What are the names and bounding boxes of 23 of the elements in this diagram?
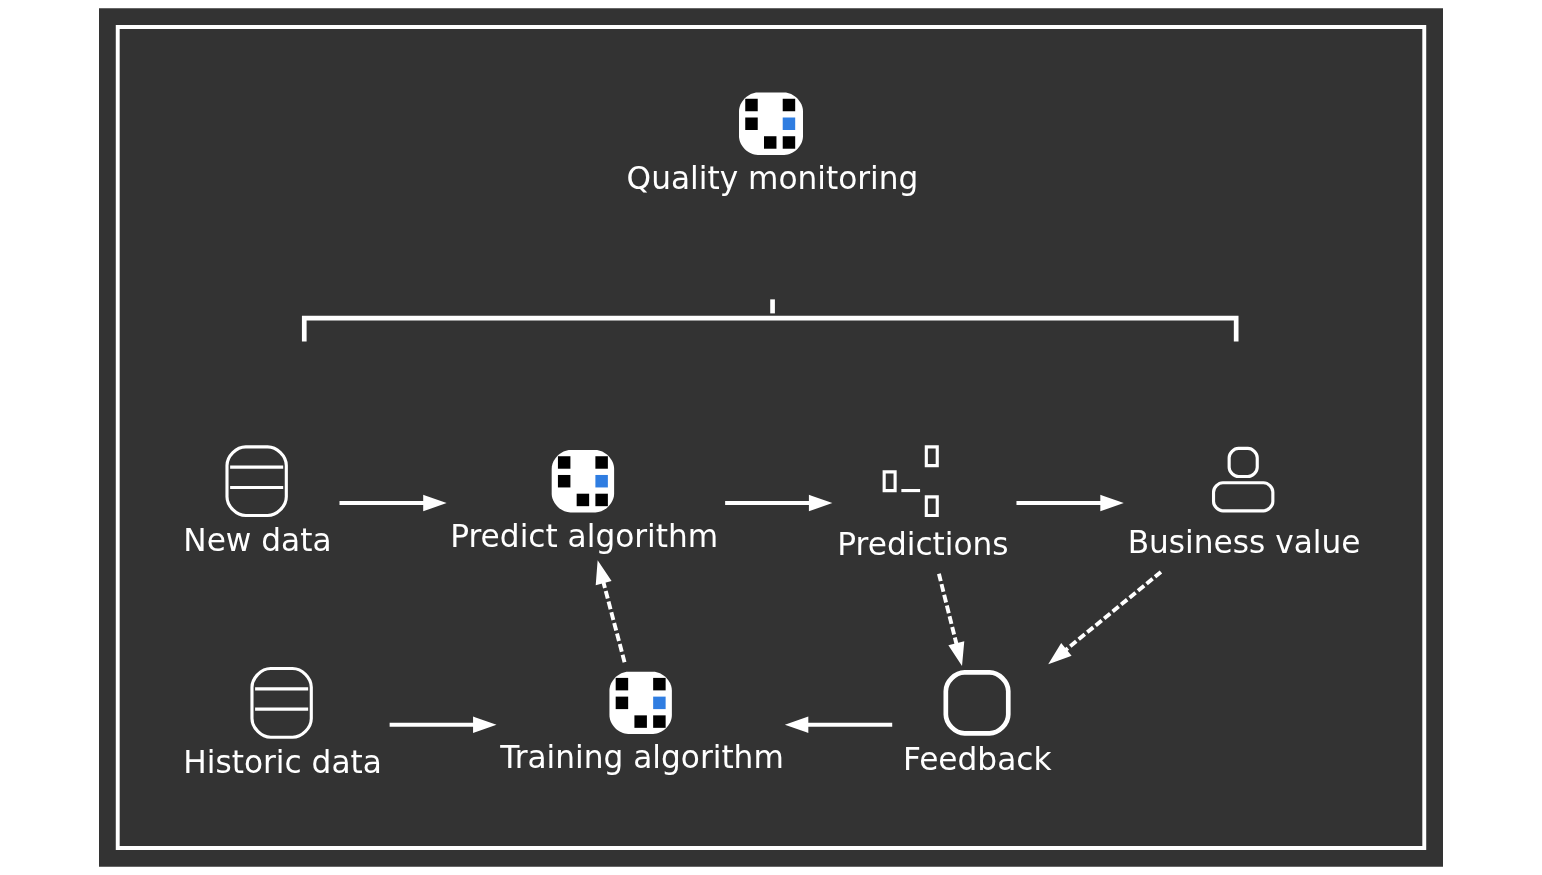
node-box xyxy=(739,92,803,155)
node-label: Predictions xyxy=(837,525,1009,562)
node-label: Feedback xyxy=(902,740,1052,777)
node-box xyxy=(225,445,288,518)
arrow xyxy=(389,716,497,733)
node-label: Quality monitoring xyxy=(626,160,919,197)
node-box xyxy=(551,450,615,513)
node-box xyxy=(943,670,1011,736)
cluster xyxy=(115,25,1427,850)
arrow xyxy=(937,573,965,667)
arrow xyxy=(1048,570,1163,665)
arrow xyxy=(725,494,833,512)
arrow xyxy=(1016,494,1124,512)
node-label: New data xyxy=(183,522,332,559)
node-label: Historic data xyxy=(183,744,382,781)
node-label: Predict algorithm xyxy=(450,517,719,554)
arrow xyxy=(784,716,893,733)
node-box xyxy=(250,666,313,739)
arrow xyxy=(339,494,447,512)
node-label: Business value xyxy=(1127,524,1361,561)
node-label: Training algorithm xyxy=(500,739,784,776)
arrow xyxy=(595,560,627,663)
node-box xyxy=(609,671,672,735)
